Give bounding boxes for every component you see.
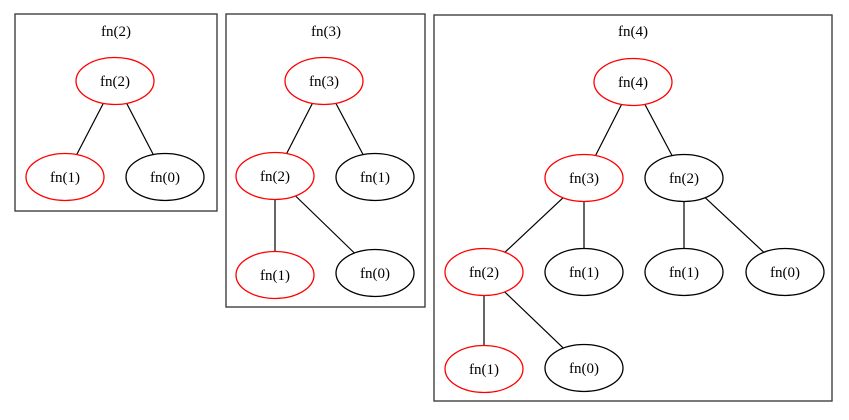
tree-node: fn(1) bbox=[235, 250, 315, 300]
tree-edge bbox=[644, 104, 673, 156]
cluster-title: fn(3) bbox=[311, 24, 341, 40]
tree-node-label: fn(1) bbox=[360, 170, 390, 186]
cluster-box bbox=[14, 13, 218, 212]
tree-node: fn(1) bbox=[544, 247, 624, 297]
tree-node-label: fn(3) bbox=[309, 74, 339, 90]
tree-edge bbox=[504, 197, 564, 253]
tree-node-ellipse bbox=[544, 153, 624, 203]
tree-edge bbox=[295, 195, 355, 254]
tree-node-ellipse bbox=[335, 152, 415, 202]
tree-node: fn(2) bbox=[444, 247, 524, 297]
tree-node-label: fn(3) bbox=[569, 171, 599, 187]
tree-edge bbox=[704, 197, 765, 253]
tree-node-label: fn(2) bbox=[669, 171, 699, 187]
cluster-title: fn(2) bbox=[101, 24, 131, 40]
tree-node: fn(3) bbox=[284, 56, 364, 106]
tree-node-ellipse bbox=[444, 344, 524, 394]
tree-node: fn(1) bbox=[25, 152, 105, 202]
tree-node-label: fn(0) bbox=[770, 265, 800, 281]
tree-edge bbox=[504, 291, 564, 349]
tree-node-label: fn(2) bbox=[100, 74, 130, 90]
tree-node-ellipse bbox=[745, 247, 825, 297]
tree-node-label: fn(1) bbox=[469, 362, 499, 378]
tree-node-label: fn(1) bbox=[50, 170, 80, 186]
tree-node: fn(0) bbox=[335, 248, 415, 298]
tree-node: fn(1) bbox=[444, 344, 524, 394]
tree-node-label: fn(0) bbox=[569, 361, 599, 377]
tree-node-ellipse bbox=[75, 56, 155, 106]
cluster-fn4: fn(4) fn(4) fn(3) fn(2) fn(2) fn(1) bbox=[433, 14, 833, 402]
tree-node-ellipse bbox=[335, 248, 415, 298]
tree-edge bbox=[126, 103, 154, 155]
cluster-title: fn(4) bbox=[618, 24, 648, 40]
tree-node-label: fn(1) bbox=[569, 265, 599, 281]
cluster-box bbox=[433, 14, 833, 402]
tree-node: fn(2) bbox=[644, 153, 724, 203]
tree-node-ellipse bbox=[125, 152, 205, 202]
tree-node: fn(2) bbox=[235, 151, 315, 201]
tree-node-label: fn(0) bbox=[150, 170, 180, 186]
tree-node-label: fn(4) bbox=[618, 75, 648, 91]
tree-node: fn(4) bbox=[593, 57, 673, 107]
tree-node-label: fn(1) bbox=[669, 265, 699, 281]
tree-node-ellipse bbox=[644, 153, 724, 203]
cluster-fn2: fn(2) fn(2) fn(1) fn(0) bbox=[14, 13, 218, 212]
tree-node-ellipse bbox=[25, 152, 105, 202]
tree-node-ellipse bbox=[235, 250, 315, 300]
tree-node-label: fn(1) bbox=[260, 268, 290, 284]
tree-node: fn(0) bbox=[745, 247, 825, 297]
tree-node: fn(0) bbox=[125, 152, 205, 202]
tree-edge bbox=[286, 103, 313, 154]
tree-node: fn(0) bbox=[544, 343, 624, 393]
tree-node: fn(1) bbox=[335, 152, 415, 202]
cluster-box bbox=[225, 13, 426, 308]
tree-node-label: fn(0) bbox=[360, 266, 390, 282]
tree-edge bbox=[594, 104, 623, 156]
tree-node: fn(1) bbox=[644, 247, 724, 297]
tree-node: fn(3) bbox=[544, 153, 624, 203]
tree-node: fn(2) bbox=[75, 56, 155, 106]
tree-node-ellipse bbox=[284, 56, 364, 106]
tree-node-label: fn(2) bbox=[469, 265, 499, 281]
tree-node-ellipse bbox=[644, 247, 724, 297]
tree-edge bbox=[76, 103, 104, 155]
tree-node-ellipse bbox=[593, 57, 673, 107]
cluster-fn3: fn(3) fn(3) fn(2) fn(1) fn(1) fn(0) bbox=[225, 13, 426, 308]
tree-node-ellipse bbox=[444, 247, 524, 297]
tree-node-ellipse bbox=[544, 343, 624, 393]
tree-edge bbox=[335, 103, 364, 155]
tree-node-ellipse bbox=[544, 247, 624, 297]
tree-node-label: fn(2) bbox=[260, 169, 290, 185]
tree-node-ellipse bbox=[235, 151, 315, 201]
